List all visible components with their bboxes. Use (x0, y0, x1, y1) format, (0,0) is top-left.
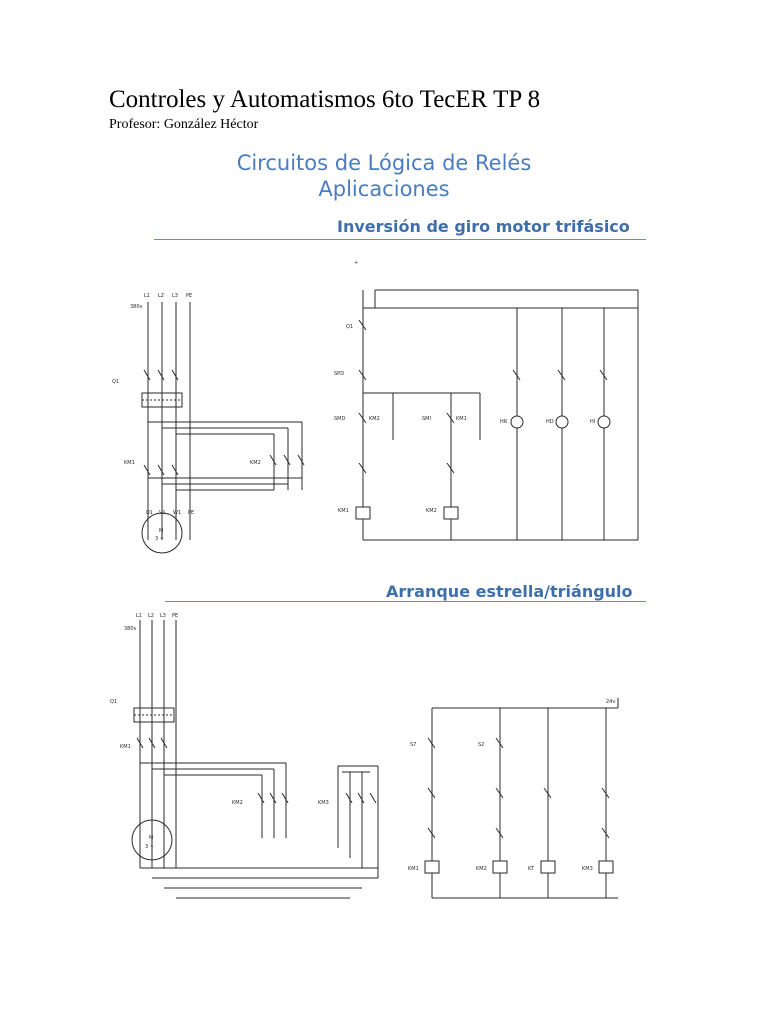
d1-u1: U1 (146, 510, 153, 516)
d1-stop: SPD (334, 371, 344, 377)
d1-w1: W1 (173, 510, 181, 516)
d1-interlock2: KM1 (456, 416, 467, 422)
d1-lamp-hi: HI (590, 419, 595, 425)
d2-supply: 24v (606, 699, 615, 705)
d2-contactor-delta: KM3 (318, 800, 329, 806)
diagram2-rule (165, 601, 646, 602)
d2-contactor-main: KM1 (120, 744, 131, 750)
d2-coil3: KM3 (582, 866, 593, 872)
d1-lamp-hd: HD (546, 419, 554, 425)
d2-breaker: Q1 (110, 699, 117, 705)
d1-phase-l2: L2 (158, 293, 164, 299)
d2-phase-l1: L1 (136, 613, 142, 619)
diagram1-heading: Inversión de giro motor trifásico (337, 217, 630, 236)
d1-v1: V1 (159, 510, 166, 516)
d1-lamp-hr: HR (500, 419, 508, 425)
teacher-name: Profesor: González Héctor (109, 117, 259, 132)
d1-coil2: KM2 (426, 508, 437, 514)
d2-motor-label: M (149, 835, 153, 841)
d1-motor-spec: 3 ~ (155, 536, 164, 542)
d1-phase-pe: PE (186, 293, 192, 299)
d1-push1: SMD (334, 416, 345, 422)
d1-phase-l1: L1 (144, 293, 150, 299)
d2-stop: S7 (410, 742, 416, 748)
d1-phase-l3: L3 (172, 293, 178, 299)
d1-push2: SMI (422, 416, 431, 422)
d2-start: S2 (478, 742, 484, 748)
d1-fuse: Q1 (346, 324, 353, 330)
d1-coil1: KM1 (338, 508, 349, 514)
diagram1-rule (154, 239, 646, 240)
d2-timer: KT (528, 866, 535, 872)
d2-phase-pe: PE (172, 613, 178, 619)
d2-voltage: 380v (124, 626, 137, 632)
d2-coil1: KM1 (408, 866, 419, 872)
diagram2-schematic: L1 L2 L3 PE 380v Q1 KM1 KM2 KM3 M 3 ~ 24… (110, 613, 619, 899)
d1-contactor1: KM1 (124, 460, 135, 466)
d1-breaker: Q1 (112, 379, 119, 385)
d2-phase-l3: L3 (160, 613, 166, 619)
document-title: Controles y Automatismos 6to TecER TP 8 (109, 86, 541, 113)
d1-voltage: 380v (130, 304, 143, 310)
d1-motor-label: M (159, 528, 163, 534)
d2-motor-spec: 3 ~ (145, 844, 154, 850)
d1-contactor2: KM2 (250, 460, 261, 466)
d1-supply: + (354, 260, 358, 266)
section-subtitle: Aplicaciones (318, 177, 450, 201)
diagram2-heading: Arranque estrella/triángulo (386, 582, 633, 601)
d1-terminal-pe: PE (188, 510, 194, 516)
d1-interlock1: KM2 (369, 416, 380, 422)
d2-contactor-star: KM2 (232, 800, 243, 806)
d2-coil2: KM2 (476, 866, 487, 872)
diagram1-schematic: L1 L2 L3 PE 380v Q1 KM1 KM2 U1 V1 W1 PE … (112, 260, 639, 554)
section-title: Circuitos de Lógica de Relés (236, 151, 532, 175)
d2-phase-l2: L2 (148, 613, 154, 619)
